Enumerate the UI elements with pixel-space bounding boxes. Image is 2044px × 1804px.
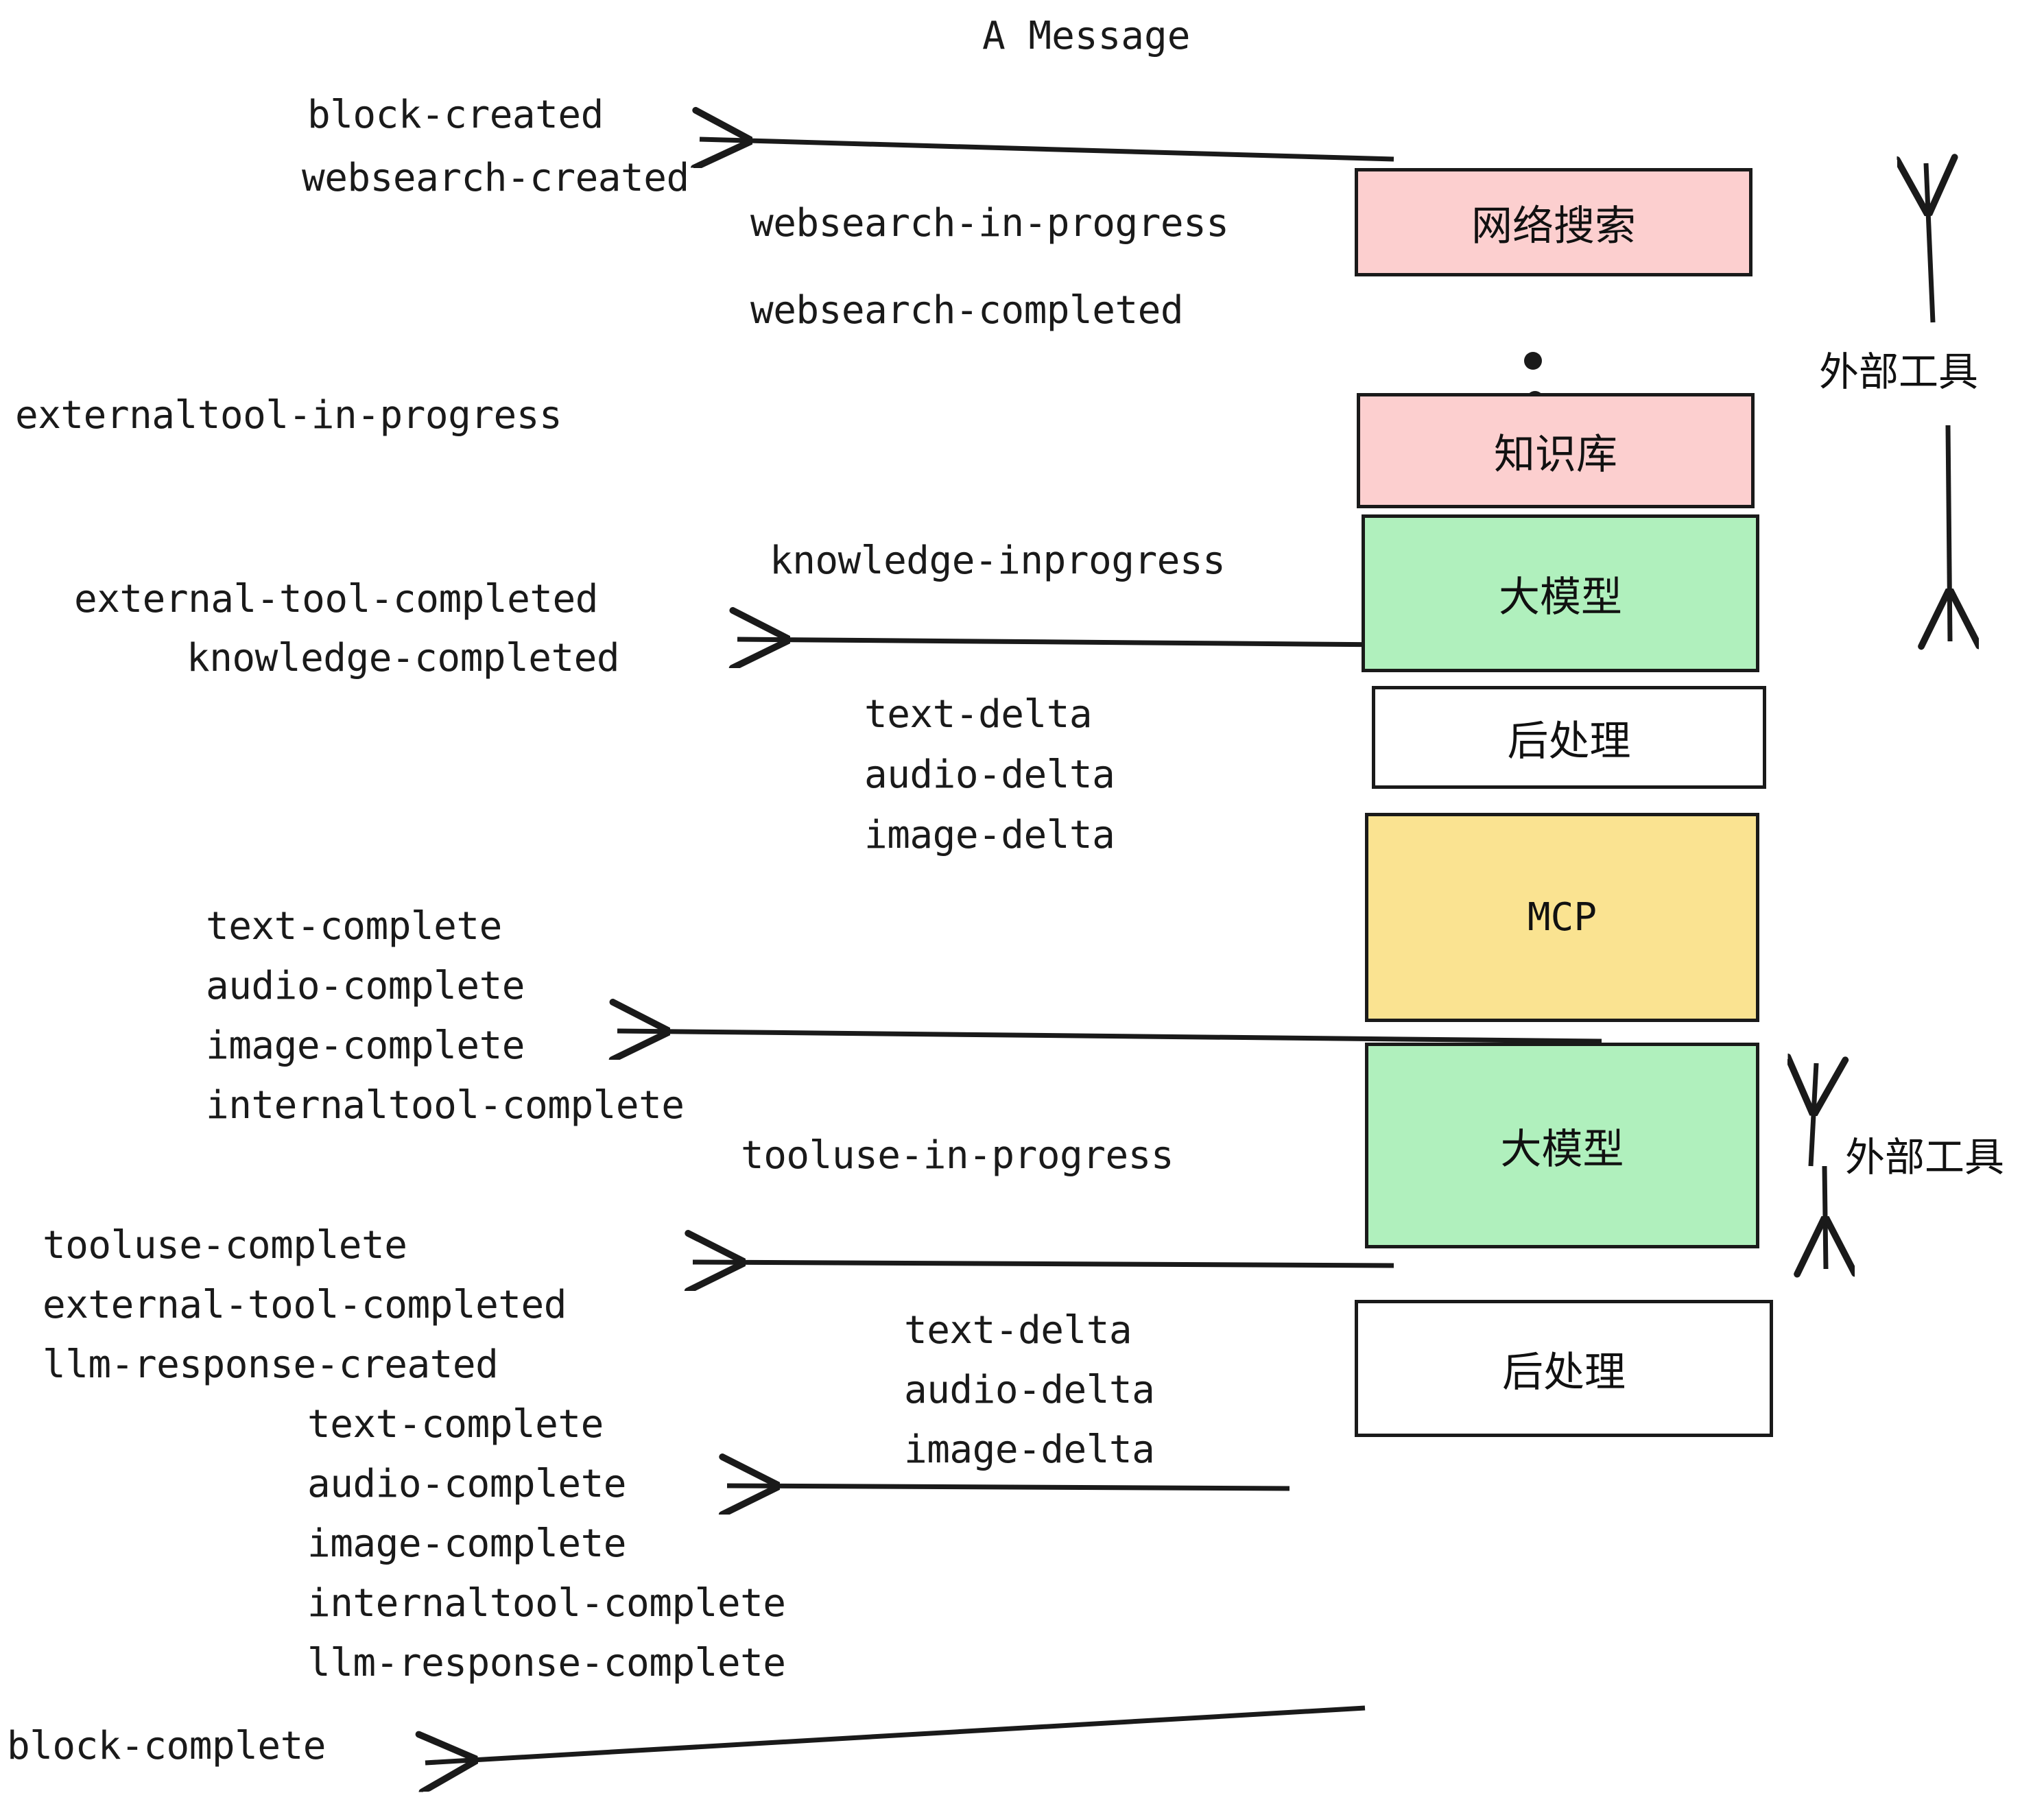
event-label-llm-response-complete: llm-response-complete xyxy=(307,1641,786,1685)
event-label-audio-complete-1: audio-complete xyxy=(206,964,525,1008)
node-websearch-label: 网络搜索 xyxy=(1471,202,1636,250)
node-llm-2-label: 大模型 xyxy=(1500,1125,1624,1174)
event-label-external-tool-completed-1: external-tool-completed xyxy=(74,577,598,621)
external-tools-arrow-down-top xyxy=(1948,425,1950,641)
node-websearch[interactable]: 网络搜索 xyxy=(1355,168,1752,276)
ellipsis-dot-1 xyxy=(1524,352,1542,370)
event-label-knowledge-completed: knowledge-completed xyxy=(187,636,620,680)
event-label-knowledge-inprogress: knowledge-inprogress xyxy=(770,538,1226,583)
external-tools-arrow-up-top xyxy=(1926,163,1933,323)
event-label-text-delta-2: text-delta xyxy=(904,1308,1132,1353)
node-postprocess-1-label: 后处理 xyxy=(1507,717,1631,765)
event-label-text-delta-1: text-delta xyxy=(864,692,1093,737)
page-title: A Message xyxy=(982,14,1191,58)
node-postprocess-2[interactable]: 后处理 xyxy=(1355,1300,1773,1437)
external-tools-arrow-up-bottom xyxy=(1811,1063,1816,1167)
event-label-audio-delta-1: audio-delta xyxy=(864,752,1115,797)
event-label-image-complete-1: image-complete xyxy=(206,1023,525,1068)
arrow-image-complete xyxy=(617,1031,1602,1041)
node-knowledge[interactable]: 知识库 xyxy=(1357,393,1755,508)
event-label-audio-delta-2: audio-delta xyxy=(904,1368,1155,1412)
node-mcp-label: MCP xyxy=(1527,895,1597,940)
event-label-image-delta-1: image-delta xyxy=(864,813,1115,857)
arrow-tooluse-complete xyxy=(693,1262,1394,1266)
node-llm-2[interactable]: 大模型 xyxy=(1365,1043,1759,1248)
event-label-text-complete-2: text-complete xyxy=(307,1402,604,1447)
event-label-internaltool-complete-1: internaltool-complete xyxy=(206,1083,685,1128)
node-llm-1[interactable]: 大模型 xyxy=(1362,514,1759,672)
node-llm-1-label: 大模型 xyxy=(1499,573,1622,621)
side-label-external-tools-bottom: 外部工具 xyxy=(1845,1134,2005,1180)
event-label-external-tool-completed-2: external-tool-completed xyxy=(43,1283,567,1327)
external-tools-arrow-down-bottom xyxy=(1825,1165,1826,1269)
node-postprocess-2-label: 后处理 xyxy=(1502,1348,1626,1397)
event-label-websearch-completed: websearch-completed xyxy=(750,288,1184,333)
event-label-llm-response-created: llm-response-created xyxy=(43,1342,499,1387)
event-label-tooluse-in-progress: tooluse-in-progress xyxy=(741,1133,1174,1178)
arrow-block-created xyxy=(700,139,1394,159)
event-label-audio-complete-2: audio-complete xyxy=(307,1462,627,1506)
arrow-knowledge-completed xyxy=(737,639,1393,645)
event-label-internaltool-complete-2: internaltool-complete xyxy=(307,1581,786,1626)
event-label-block-complete: block-complete xyxy=(7,1724,326,1768)
event-label-websearch-created: websearch-created xyxy=(302,156,689,200)
arrow-block-complete xyxy=(425,1705,1366,1763)
side-label-external-tools-top: 外部工具 xyxy=(1819,348,1979,395)
event-label-tooluse-complete: tooluse-complete xyxy=(43,1223,407,1268)
node-postprocess-1[interactable]: 后处理 xyxy=(1372,686,1766,789)
node-knowledge-label: 知识库 xyxy=(1494,430,1617,479)
event-label-image-complete-2: image-complete xyxy=(307,1521,627,1566)
event-label-block-created: block-created xyxy=(307,93,604,137)
event-label-image-delta-2: image-delta xyxy=(904,1427,1155,1472)
node-mcp[interactable]: MCP xyxy=(1365,813,1759,1022)
event-label-text-complete-1: text-complete xyxy=(206,904,502,949)
event-label-websearch-in-progress: websearch-in-progress xyxy=(750,201,1229,246)
arrow-audio-complete xyxy=(727,1486,1290,1488)
event-label-externaltool-in-progress: externaltool-in-progress xyxy=(15,393,562,438)
